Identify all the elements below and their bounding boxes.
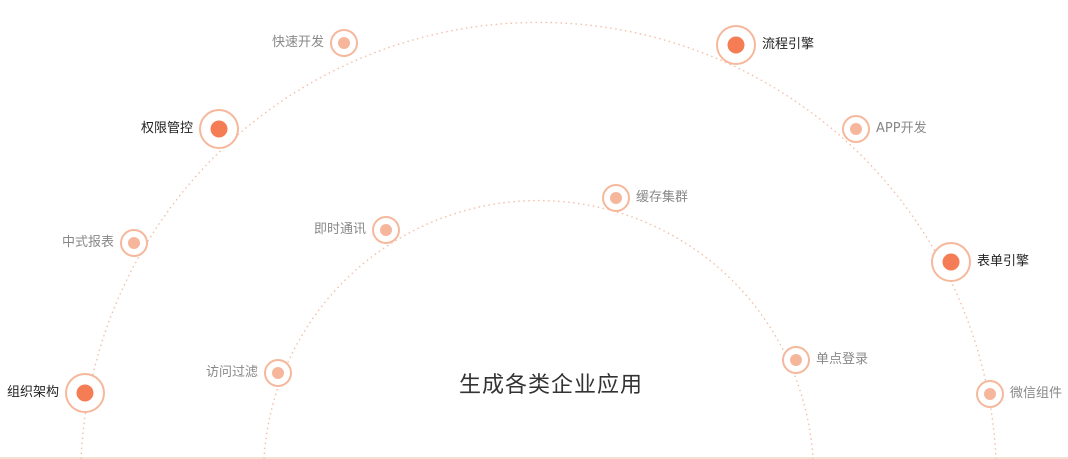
node-label-instant-messaging: 即时通讯 <box>313 222 366 237</box>
node-dot <box>380 224 392 236</box>
node-label-chinese-report: 中式报表 <box>61 235 114 250</box>
center-title: 生成各类企业应用 <box>458 373 644 398</box>
node-dot <box>850 123 862 135</box>
node-dot <box>984 388 996 400</box>
node-dot <box>610 192 622 204</box>
node-dot <box>727 36 745 54</box>
node-dot <box>76 384 94 402</box>
node-label-app-development: APP开发 <box>876 121 927 136</box>
inner-arc <box>263 199 814 459</box>
node-dot <box>942 253 960 271</box>
node-label-org-structure: 组织架构 <box>6 385 59 400</box>
node-dot <box>128 237 140 249</box>
node-dot <box>790 354 802 366</box>
node-access-filter <box>264 359 292 387</box>
node-label-cache-cluster: 缓存集群 <box>636 190 689 205</box>
node-label-single-sign-on: 单点登录 <box>816 352 869 367</box>
node-label-access-filter: 访问过滤 <box>205 365 258 380</box>
node-workflow-engine <box>716 25 756 65</box>
node-label-wechat-component: 微信组件 <box>1010 386 1063 401</box>
node-label-workflow-engine: 流程引擎 <box>762 37 815 52</box>
nodes-layer <box>65 25 1004 413</box>
node-rapid-development <box>330 29 358 57</box>
node-label-form-engine: 表单引擎 <box>977 254 1030 269</box>
node-chinese-report <box>120 229 148 257</box>
node-label-rapid-development: 快速开发 <box>271 35 324 50</box>
node-dot <box>272 367 284 379</box>
node-label-permission-control: 权限管控 <box>140 121 193 136</box>
node-single-sign-on <box>782 346 810 374</box>
node-cache-cluster <box>602 184 630 212</box>
node-wechat-component <box>976 380 1004 408</box>
node-instant-messaging <box>372 216 400 244</box>
node-permission-control <box>199 109 239 149</box>
node-org-structure <box>65 373 105 413</box>
node-form-engine <box>931 242 971 282</box>
node-dot <box>210 120 228 138</box>
node-app-development <box>842 115 870 143</box>
node-dot <box>338 37 350 49</box>
